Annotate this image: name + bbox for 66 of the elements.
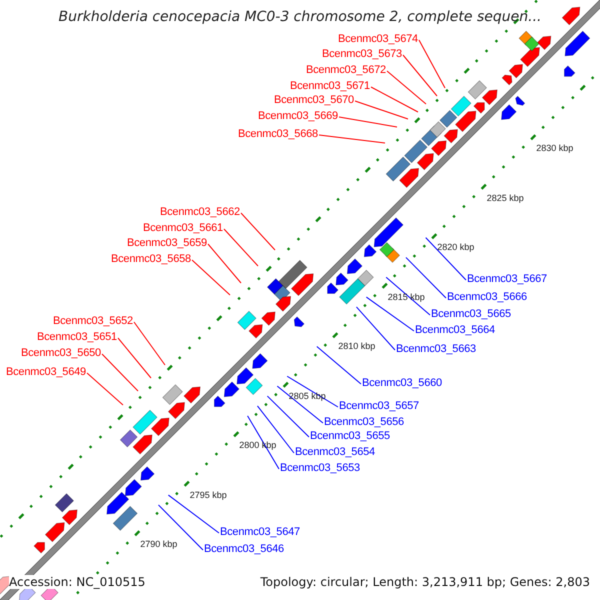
gene-label: Bcenmc03_5654 (295, 446, 375, 459)
gene-label: Bcenmc03_5663 (396, 343, 476, 356)
title: Burkholderia cenocepacia MC0-3 chromosome 2, complete sequen... (58, 9, 542, 25)
gene-label: Bcenmc03_5658 (111, 253, 191, 266)
leader-line (224, 228, 258, 266)
gene-label: Bcenmc03_5652 (53, 315, 133, 328)
leader-line (366, 296, 414, 332)
leader-line (338, 116, 398, 128)
leader-line (208, 244, 242, 284)
leader-line (418, 40, 446, 88)
leader-line (192, 260, 230, 296)
leader-line (276, 386, 324, 424)
leader-line (425, 237, 466, 280)
leader-line (316, 346, 362, 384)
gene-label: Bcenmc03_5655 (310, 430, 390, 443)
leader-line (102, 354, 138, 392)
leader-line (386, 70, 426, 104)
gene-label: Bcenmc03_5673 (322, 48, 402, 61)
leader-line (118, 338, 152, 378)
gene-label: Bcenmc03_5674 (338, 33, 418, 46)
accession-text: Accession: NC_010515 (9, 575, 146, 589)
gene-label: Bcenmc03_5666 (447, 291, 527, 304)
gene-label: Bcenmc03_5665 (431, 308, 511, 321)
scale-label: 2825 kbp (486, 192, 525, 203)
gene-label: Bcenmc03_5669 (258, 110, 338, 123)
leader-line (370, 86, 418, 112)
leader-line (158, 504, 204, 550)
leader-line (318, 134, 386, 144)
leader-line (286, 376, 338, 408)
leader-line (240, 212, 276, 250)
leader-line (405, 256, 446, 298)
scale-label: 2810 kbp (337, 341, 376, 352)
gene-label: Bcenmc03_5657 (339, 400, 419, 413)
gene-label: Bcenmc03_5649 (6, 366, 86, 379)
gene-label: Bcenmc03_5661 (143, 222, 223, 235)
gene-label: Bcenmc03_5651 (37, 331, 117, 344)
gene-label: Bcenmc03_5671 (290, 80, 370, 93)
gene-label: Bcenmc03_5653 (280, 462, 360, 475)
leader-line (168, 494, 220, 534)
leader-line (386, 276, 430, 316)
scale-label: 2820 kbp (436, 242, 476, 252)
gene-label: Bcenmc03_5659 (127, 237, 207, 250)
gene-label: Bcenmc03_5664 (415, 324, 495, 337)
gene-label: Bcenmc03_5670 (274, 94, 354, 107)
gene-label: Bcenmc03_5660 (362, 377, 442, 390)
scale-label: 2795 kbp (188, 490, 228, 500)
summary-text: Topology: circular; Length: 3,213,911 bp; Genes: 2,803 (260, 575, 590, 589)
scale-label: 2815 kbp (386, 292, 426, 302)
scale-label: 2830 kbp (535, 143, 574, 154)
gene-label: Bcenmc03_5667 (467, 273, 547, 286)
leader-line (247, 415, 280, 470)
gene-label: Bcenmc03_5650 (21, 347, 101, 360)
leader-line (356, 306, 396, 350)
gene-label: Bcenmc03_5668 (238, 128, 318, 141)
leader-line (256, 405, 294, 454)
scale-label: 2790 kbp (139, 539, 178, 550)
gene-label: Bcenmc03_5662 (160, 206, 240, 219)
leader-line (134, 322, 166, 366)
leader-line (402, 54, 438, 96)
gene-label: Bcenmc03_5672 (306, 64, 386, 77)
leader-line (354, 100, 408, 120)
gene-label: Bcenmc03_5656 (324, 416, 404, 429)
leader-line (266, 396, 310, 438)
gene-label: Bcenmc03_5647 (220, 526, 300, 539)
leader-line (86, 372, 124, 406)
gene-label: Bcenmc03_5646 (204, 543, 284, 556)
